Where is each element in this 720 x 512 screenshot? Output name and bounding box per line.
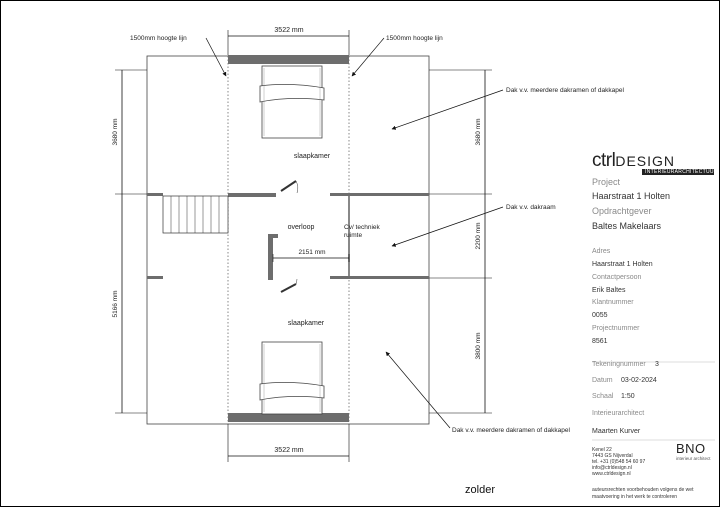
dimension-left-top-label: 3680 mm — [112, 118, 119, 145]
contact-label: Contactpersoon — [592, 274, 642, 281]
partition-bottom — [147, 276, 429, 279]
client-label: Opdrachtgever — [592, 206, 652, 216]
copyright-line-1: auteursrechten voorbehouden volgens de w… — [592, 487, 694, 493]
note-bottom-leader — [385, 351, 451, 429]
room-label-tech-2: ruimte — [344, 232, 362, 239]
project-no-value: 8561 — [592, 338, 608, 345]
scale-label: Schaal — [592, 393, 614, 400]
dimension-top — [227, 30, 350, 55]
dimension-left — [115, 69, 147, 414]
note-mid-label: Dak v.v. dakraam — [506, 204, 556, 211]
customer-no-label: Klantnummer — [592, 299, 634, 306]
landing-wall — [268, 234, 278, 280]
scale-value: 1:50 — [621, 393, 635, 400]
customer-no-value: 0055 — [592, 312, 608, 319]
dimension-top-label: 3522 mm — [274, 27, 303, 34]
bno-logo-text: BNO — [676, 441, 706, 456]
dimension-bottom-label: 3522 mm — [274, 447, 303, 454]
copyright-line-2: maatvoering in het werk te controleren — [592, 494, 678, 500]
logo-design: DESIGN — [615, 153, 676, 169]
bno-logo-sub: interieur architect — [676, 456, 711, 461]
room-label-landing: overloop — [288, 224, 315, 231]
project-no-label: Projectnummer — [592, 325, 640, 332]
dimension-right — [429, 69, 492, 414]
architect-value: Maarten Kurver — [592, 428, 641, 435]
room-label-bottom: slaapkamer — [288, 320, 325, 327]
height-line-right-label: 1500mm hoogte lijn — [386, 35, 443, 42]
logo-ctrl: ctrl — [592, 150, 616, 171]
company-line-1: Kenel 22 — [592, 447, 612, 453]
contact-value: Erik Baltes — [592, 287, 626, 294]
room-label-top: slaapkamer — [294, 153, 331, 160]
address-label: Adres — [592, 248, 611, 255]
date-label: Datum — [592, 377, 613, 384]
room-label-tech-1: Cv/ techniek — [344, 224, 381, 231]
logo-sub: INTERIEURARCHITECTUUR — [642, 169, 717, 175]
bno-logo: BNO interieur architect — [676, 441, 711, 461]
bed-bottom — [259, 341, 325, 415]
date-value: 03-02-2024 — [621, 377, 657, 384]
address-value: Haarstraat 1 Holten — [592, 261, 653, 268]
door-top — [280, 180, 299, 194]
staircase — [162, 195, 229, 234]
copyright: auteursrechten voorbehouden volgens de w… — [592, 487, 693, 501]
drawing-title: zolder — [465, 484, 495, 496]
company-line-5: www.ctrldesign.nl — [592, 471, 631, 477]
project-value: Haarstraat 1 Holten — [592, 191, 671, 201]
wall-bottom — [228, 413, 349, 422]
tech-room-wall — [348, 196, 350, 276]
dimension-right-bottom-label: 3800 mm — [475, 332, 482, 359]
drawing-no-label: Tekeningnummer — [592, 361, 646, 368]
note-mid-leader — [391, 206, 504, 247]
wall-top — [228, 55, 349, 64]
company-line-4: info@ctrldesign.nl — [592, 465, 632, 471]
note-top-label: Dak v.v. meerdere dakramen of dakkapel — [506, 87, 624, 94]
company-address: Kenel 22 7443 GS Nijverdal tel. +31 (0)5… — [592, 447, 645, 477]
dimension-mid — [272, 254, 350, 262]
drawing-no-value: 3 — [655, 361, 659, 368]
project-label: Project — [592, 177, 621, 187]
note-top-leader — [391, 89, 504, 130]
note-bottom-label: Dak v.v. meerdere dakramen of dakkapel — [452, 427, 570, 434]
height-line-left-label: 1500mm hoogte lijn — [130, 35, 187, 42]
door-bottom — [280, 278, 298, 293]
dimension-mid-label: 2151 mm — [298, 249, 325, 256]
logo: ctrlDESIGN INTERIEURARCHITECTUUR — [592, 150, 717, 175]
height-line-right-leader — [351, 37, 385, 77]
company-line-3: tel. +31 (0)548 54 60 97 — [592, 459, 646, 465]
architect-label: Interieurarchitect — [592, 410, 645, 417]
dimension-bottom — [227, 424, 350, 462]
dimension-right-top-label: 3680 mm — [475, 118, 482, 145]
dimension-right-mid-label: 2200 mm — [475, 222, 482, 249]
partition-top — [147, 193, 429, 197]
dimension-left-bottom-label: 5166 mm — [112, 290, 119, 317]
company-line-2: 7443 GS Nijverdal — [592, 453, 633, 459]
bed-top — [259, 65, 325, 139]
height-line-left-leader — [205, 37, 227, 77]
client-value: Baltes Makelaars — [592, 221, 662, 231]
